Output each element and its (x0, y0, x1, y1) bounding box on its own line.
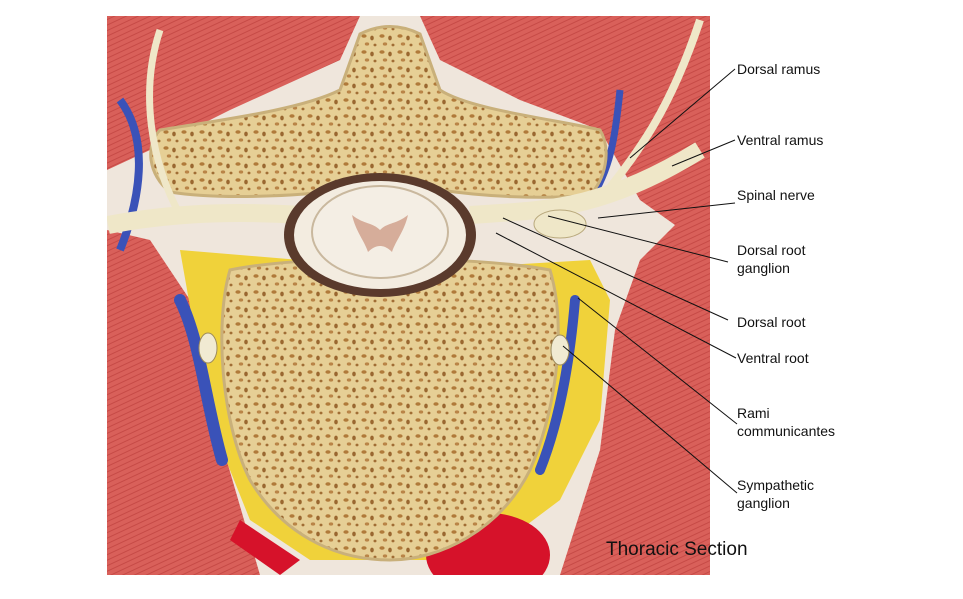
label-dorsal-root-ganglion-line1: Dorsal root (737, 242, 806, 258)
label-rami-communicantes-line1: Rami (737, 405, 770, 421)
label-dorsal-ramus: Dorsal ramus (737, 61, 821, 77)
label-ventral-root: Ventral root (737, 350, 809, 366)
vertebral-body (220, 257, 560, 562)
label-sympathetic-ganglion-line1: Sympathetic (737, 477, 815, 493)
dorsal-ramus-nerve (596, 18, 704, 203)
section-caption: Thoracic Section (606, 539, 748, 560)
dorsal-root-ganglion-shape (533, 209, 587, 239)
label-sympathetic-ganglion-line2: ganglion (737, 495, 790, 511)
label-rami-communicantes-line2: communicantes (737, 423, 836, 439)
muscle-left-lower (107, 230, 260, 575)
vein-right (535, 295, 580, 475)
spinal-nerve-right (469, 142, 705, 224)
grey-matter (352, 215, 408, 252)
label-ventral-ramus: Ventral ramus (737, 132, 824, 148)
sympathetic-ganglion-right (550, 334, 570, 366)
label-dorsal-root-ganglion-line2: ganglion (737, 260, 790, 276)
label-dorsal-root: Dorsal root (737, 314, 806, 330)
spinal-nerve-left (107, 204, 301, 234)
muscle-right-lower (560, 190, 710, 575)
sympathetic-ganglion-left (198, 332, 218, 364)
vein-left (174, 294, 228, 466)
label-spinal-nerve: Spinal nerve (737, 187, 815, 203)
leader-lines (495, 68, 738, 494)
